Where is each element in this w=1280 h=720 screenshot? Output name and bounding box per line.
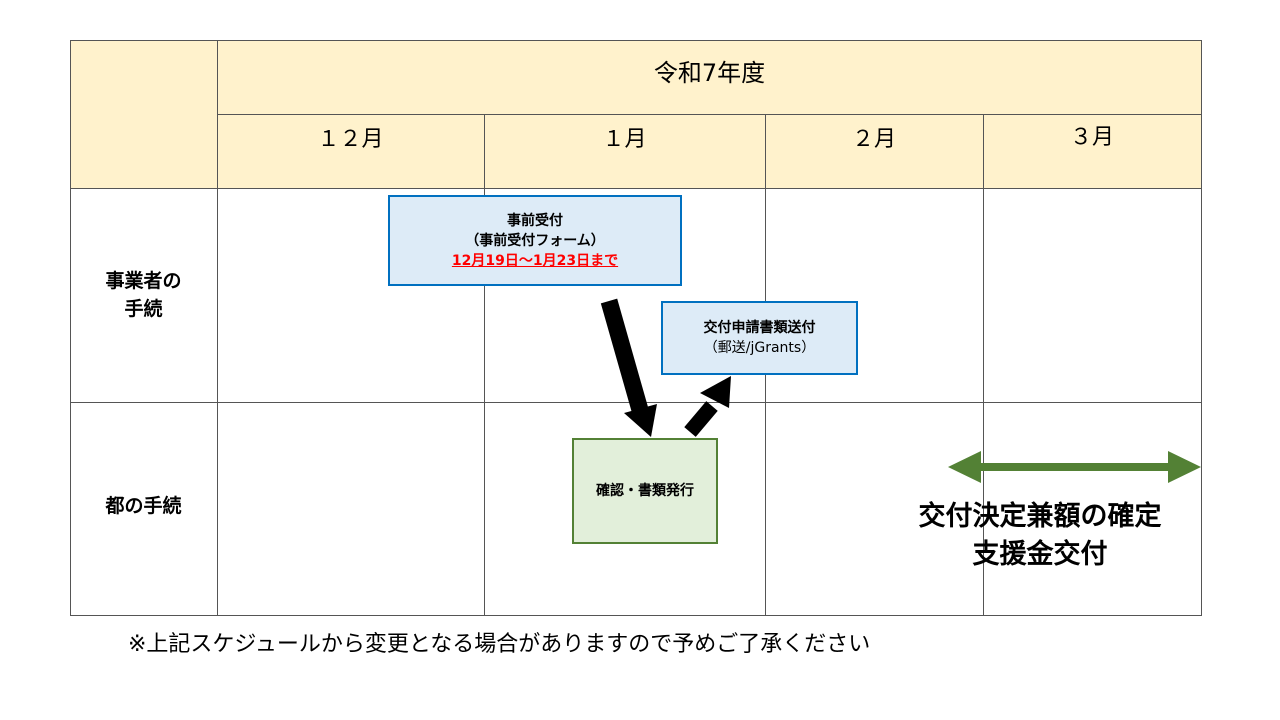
grant-line-2: 支援金交付 (972, 539, 1108, 570)
footnote: ※上記スケジュールから変更となる場合がありますので予めご了承ください (128, 632, 871, 657)
month-header-december: １２月 (317, 127, 384, 152)
arrow-up-icon (684, 376, 731, 437)
grant-text: 交付決定兼額の確定 支援金交付 (880, 498, 1200, 574)
arrow-down-icon (600, 298, 657, 437)
month-header-january: １月 (602, 127, 647, 152)
application-subtitle: （郵送/jGrants） (703, 340, 816, 356)
row-label-business: 事業者の 手続 (105, 270, 182, 320)
grant-line-1: 交付決定兼額の確定 (918, 501, 1162, 532)
month-header-february: ２月 (851, 127, 896, 152)
row-label-metro: 都の手続 (105, 494, 182, 517)
confirmation-box: 確認・書類発行 (572, 438, 718, 544)
application-box: 交付申請書類送付 （郵送/jGrants） (661, 301, 858, 375)
pre-registration-box: 事前受付 （事前受付フォーム） 12月19日～1月23日まで (388, 195, 682, 286)
application-title: 交付申請書類送付 (703, 320, 816, 336)
pre-registration-title: 事前受付 (507, 212, 563, 229)
double-arrow-icon (948, 451, 1201, 483)
pre-registration-subtitle: （事前受付フォーム） (465, 232, 605, 249)
pre-registration-deadline: 12月19日～1月23日まで (451, 252, 619, 269)
confirmation-title: 確認・書類発行 (596, 483, 694, 499)
month-header-march: ３月 (1069, 125, 1114, 150)
fiscal-year-header: 令和7年度 (653, 58, 766, 87)
